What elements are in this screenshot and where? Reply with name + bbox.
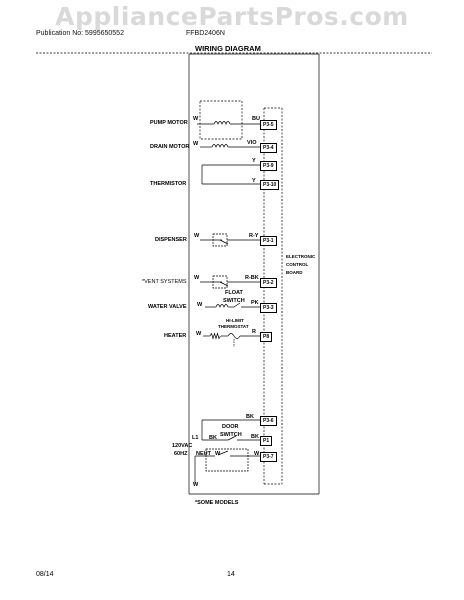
board-label-3: BOARD (286, 270, 303, 275)
wire-label-bk-1: BK (246, 414, 254, 420)
terminal-p3-9: P3-9 (260, 161, 277, 171)
hi-limit-label-2: THERMOSTAT (218, 324, 249, 329)
publication-number: Publication No: 5995650552 (36, 30, 124, 37)
board-label-2: CONTROL (286, 262, 309, 267)
wire-label-neut-w: W (215, 451, 221, 457)
wire-label-bk-2: BK (209, 435, 217, 441)
terminal-p3-2: P3-2 (260, 278, 277, 288)
wire-label-ry: R-Y (249, 233, 259, 239)
wire-label-y-2: Y (252, 178, 256, 184)
model-number: FFBD2406N (186, 30, 225, 37)
float-switch-contact (233, 302, 241, 308)
wire-label-l1: L1 (192, 435, 199, 441)
pump-motor-label: PUMP MOTOR (150, 120, 188, 126)
terminal-p3-5: P3-5 (260, 120, 277, 130)
terminal-p3-3: P3-3 (260, 303, 277, 313)
wire-label-heater-w: W (196, 331, 202, 337)
wire-label-rbk: R-BK (245, 275, 259, 281)
float-switch-label-1: FLOAT (225, 290, 243, 296)
wire-label-valve-w: W (197, 302, 203, 308)
wire-label-bottom-w: W (193, 482, 199, 488)
dispenser-label: DISPENSER (155, 237, 187, 243)
hi-limit-label-1: HI-LIMIT (226, 318, 244, 323)
wire-label-dispenser-w: W (194, 233, 200, 239)
wire-label-bk-3: BK (251, 434, 259, 440)
float-switch-label-2: SWITCH (223, 298, 245, 304)
water-valve-coil (215, 304, 229, 308)
terminal-p3-1: P3-1 (260, 236, 277, 246)
wire-label-r: R (252, 329, 256, 335)
wire-label-w-door: W (254, 451, 260, 457)
water-valve-label: WATER VALVE (148, 304, 187, 310)
terminal-p3-6: P3-6 (260, 416, 277, 426)
watermark: AppliancePartsPros.com (55, 2, 409, 31)
footer-date: 08/14 (36, 571, 54, 578)
door-switch-box (205, 448, 249, 472)
terminal-p1: P1 (260, 436, 273, 446)
drain-motor-label: DRAIN MOTOR (150, 144, 190, 150)
page-number: 14 (227, 571, 235, 578)
supply-voltage-label: 120VAC (172, 443, 193, 449)
wire-label-pk: PK (251, 300, 259, 306)
wire-label-vent-w: W (194, 275, 200, 281)
page-title: WIRING DIAGRAM (195, 44, 261, 53)
wire-label-neut: NEUT (196, 451, 211, 457)
terminal-p3-4: P3-4 (260, 143, 277, 153)
drain-motor-coil (211, 144, 229, 148)
some-models-note: *SOME MODELS (195, 500, 239, 506)
wire-label-vio: VIO (247, 140, 257, 146)
wire-label-y-1: Y (252, 158, 256, 164)
thermistor-label: THERMISTOR (150, 181, 187, 187)
wire-label-drain-w: W (193, 141, 199, 147)
vent-systems-label: *VENT SYSTEMS (142, 279, 187, 285)
wire-label-bu: BU (252, 116, 260, 122)
wire-label-pump-w: W (193, 116, 199, 122)
heater-label: HEATER (164, 333, 187, 339)
door-switch-contact (227, 435, 237, 441)
terminal-p3-7: P3-7 (260, 452, 277, 462)
pump-motor-box (199, 100, 243, 140)
heater-element (209, 332, 221, 340)
board-label-1: ELECTRONIC (286, 254, 316, 259)
door-switch-label-2: SWITCH (220, 432, 242, 438)
terminal-p8: P8 (260, 332, 273, 342)
pump-motor-coil (213, 121, 231, 125)
supply-frequency-label: 60HZ (174, 451, 188, 457)
door-switch-label-1: DOOR (222, 424, 239, 430)
hi-limit-thermostat (227, 333, 241, 339)
terminal-p3-10: P3-10 (260, 180, 280, 190)
